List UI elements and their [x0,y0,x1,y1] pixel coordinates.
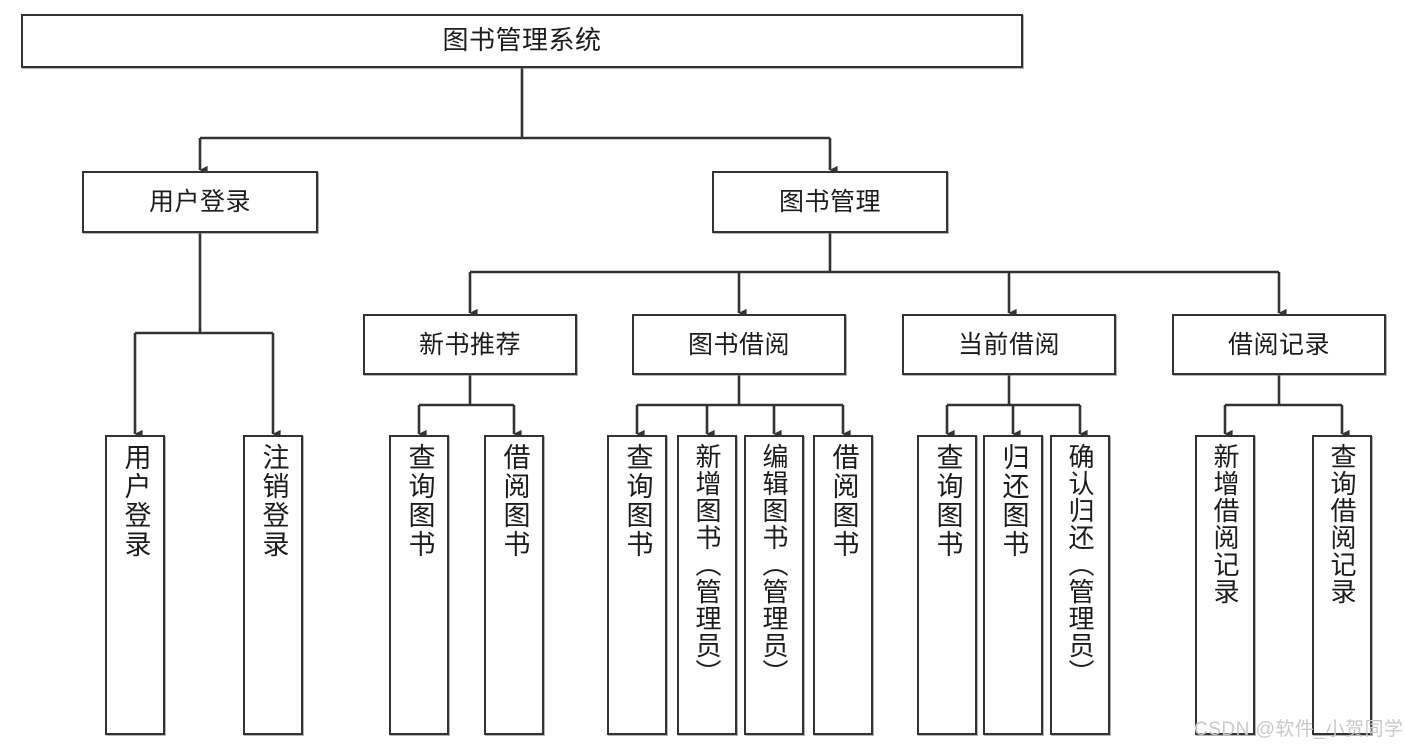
node-leaf3[interactable]: 查询图书 [389,435,449,735]
node-label: 查询图书 [932,443,963,559]
node-leaf5[interactable]: 查询图书 [607,435,667,735]
node-label: 新增图书（管理员） [692,443,722,686]
node-label: 借阅图书 [828,443,859,559]
node-login[interactable]: 用户登录 [82,171,318,233]
node-label: 用户登录 [120,443,151,559]
node-label: 归还图书 [998,443,1029,559]
node-label: 查询图书 [622,443,653,559]
node-leaf1[interactable]: 用户登录 [105,435,165,735]
node-leaf6[interactable]: 新增图书（管理员） [677,435,737,735]
node-borrow[interactable]: 图书借阅 [632,314,846,375]
node-root[interactable]: 图书管理系统 [21,14,1023,68]
node-leaf2[interactable]: 注销登录 [243,435,303,735]
node-label: 确认归还（管理员） [1065,443,1095,686]
node-current[interactable]: 当前借阅 [902,314,1116,375]
node-bookmgmt[interactable]: 图书管理 [712,171,948,233]
node-leaf12[interactable]: 新增借阅记录 [1195,435,1255,735]
node-leaf7[interactable]: 编辑图书（管理员） [744,435,804,735]
node-leaf10[interactable]: 归还图书 [983,435,1043,735]
node-label: 图书借阅 [687,330,790,359]
node-label: 编辑图书（管理员） [759,443,789,686]
node-leaf8[interactable]: 借阅图书 [813,435,873,735]
node-leaf9[interactable]: 查询图书 [917,435,977,735]
node-label: 用户登录 [148,188,251,216]
edges-group [133,68,1350,439]
node-label: 借阅图书 [499,443,530,559]
node-newbook[interactable]: 新书推荐 [363,314,577,375]
node-label: 借阅记录 [1227,330,1330,359]
node-label: 当前借阅 [957,330,1060,359]
node-label: 查询借阅记录 [1327,443,1357,605]
node-label: 新增借阅记录 [1210,443,1240,605]
node-records[interactable]: 借阅记录 [1172,314,1386,375]
node-leaf4[interactable]: 借阅图书 [484,435,544,735]
node-label: 图书管理系统 [442,25,602,56]
node-label: 注销登录 [258,443,289,559]
node-label: 查询图书 [404,443,435,559]
watermark-csdn: CSDN @软件_小贺同学 [1194,719,1404,740]
node-label: 新书推荐 [418,330,521,359]
node-label: 图书管理 [778,188,881,216]
node-leaf13[interactable]: 查询借阅记录 [1312,435,1372,735]
node-leaf11[interactable]: 确认归还（管理员） [1050,435,1110,735]
